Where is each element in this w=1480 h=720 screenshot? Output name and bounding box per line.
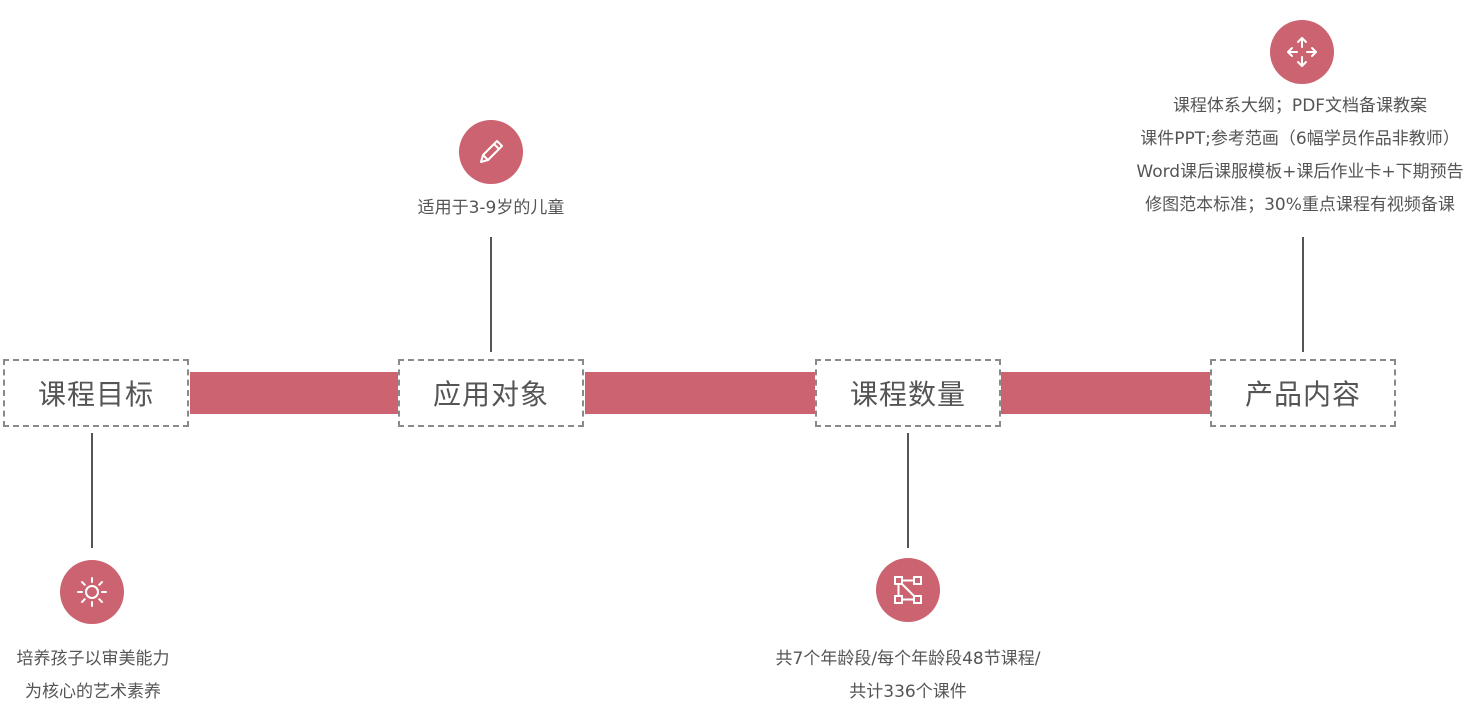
node-goal-box: 课程目标 — [3, 359, 189, 427]
goal-description: 培养孩子以审美能力 为核心的艺术素养 — [0, 643, 186, 709]
count-description: 共7个年龄段/每个年龄段48节课程/ 共计336个课件 — [748, 643, 1068, 709]
node-count-box: 课程数量 — [815, 359, 1001, 427]
content-line-4: 修图范本标准；30%重点课程有视频备课 — [1145, 195, 1455, 215]
node-content-label: 产品内容 — [1244, 378, 1361, 411]
content-icon-circle — [1270, 20, 1334, 84]
node-content-box: 产品内容 — [1210, 359, 1396, 427]
content-line-1: 课程体系大纲；PDF文档备课教案 — [1172, 96, 1428, 116]
count-icon-circle — [876, 558, 940, 622]
sun-icon — [77, 577, 107, 607]
connector-bar-1 — [190, 372, 398, 414]
pencil-icon — [480, 140, 503, 163]
content-line-3: Word课后课服模板+课后作业卡+下期预告 — [1136, 162, 1464, 182]
content-connector-line — [1302, 237, 1304, 352]
node-goal-label: 课程目标 — [37, 378, 154, 411]
count-line-1: 共7个年龄段/每个年龄段48节课程/ — [775, 649, 1041, 669]
node-count-label: 课程数量 — [849, 378, 966, 411]
content-line-2: 课件PPT;参考范画（6幅学员作品非教师） — [1140, 129, 1460, 149]
goal-line-1: 培养孩子以审美能力 — [16, 649, 170, 669]
count-connector-line — [907, 433, 909, 548]
audience-description: 适用于3-9岁的儿童 — [391, 192, 591, 225]
connector-bar-3 — [1001, 372, 1210, 414]
audience-connector-line — [490, 237, 492, 352]
move-arrows-icon — [1287, 37, 1317, 67]
goal-icon-circle — [60, 560, 124, 624]
audience-line-1: 适用于3-9岁的儿童 — [417, 198, 565, 218]
goal-line-2: 为核心的艺术素养 — [25, 682, 161, 702]
count-line-2: 共计336个课件 — [849, 682, 967, 702]
goal-connector-line — [91, 433, 93, 548]
network-icon — [894, 576, 922, 604]
content-description: 课程体系大纲；PDF文档备课教案 课件PPT;参考范画（6幅学员作品非教师） W… — [1120, 90, 1480, 222]
node-audience-label: 应用对象 — [432, 378, 549, 411]
node-audience-box: 应用对象 — [398, 359, 584, 427]
connector-bar-2 — [585, 372, 815, 414]
audience-icon-circle — [459, 120, 523, 184]
